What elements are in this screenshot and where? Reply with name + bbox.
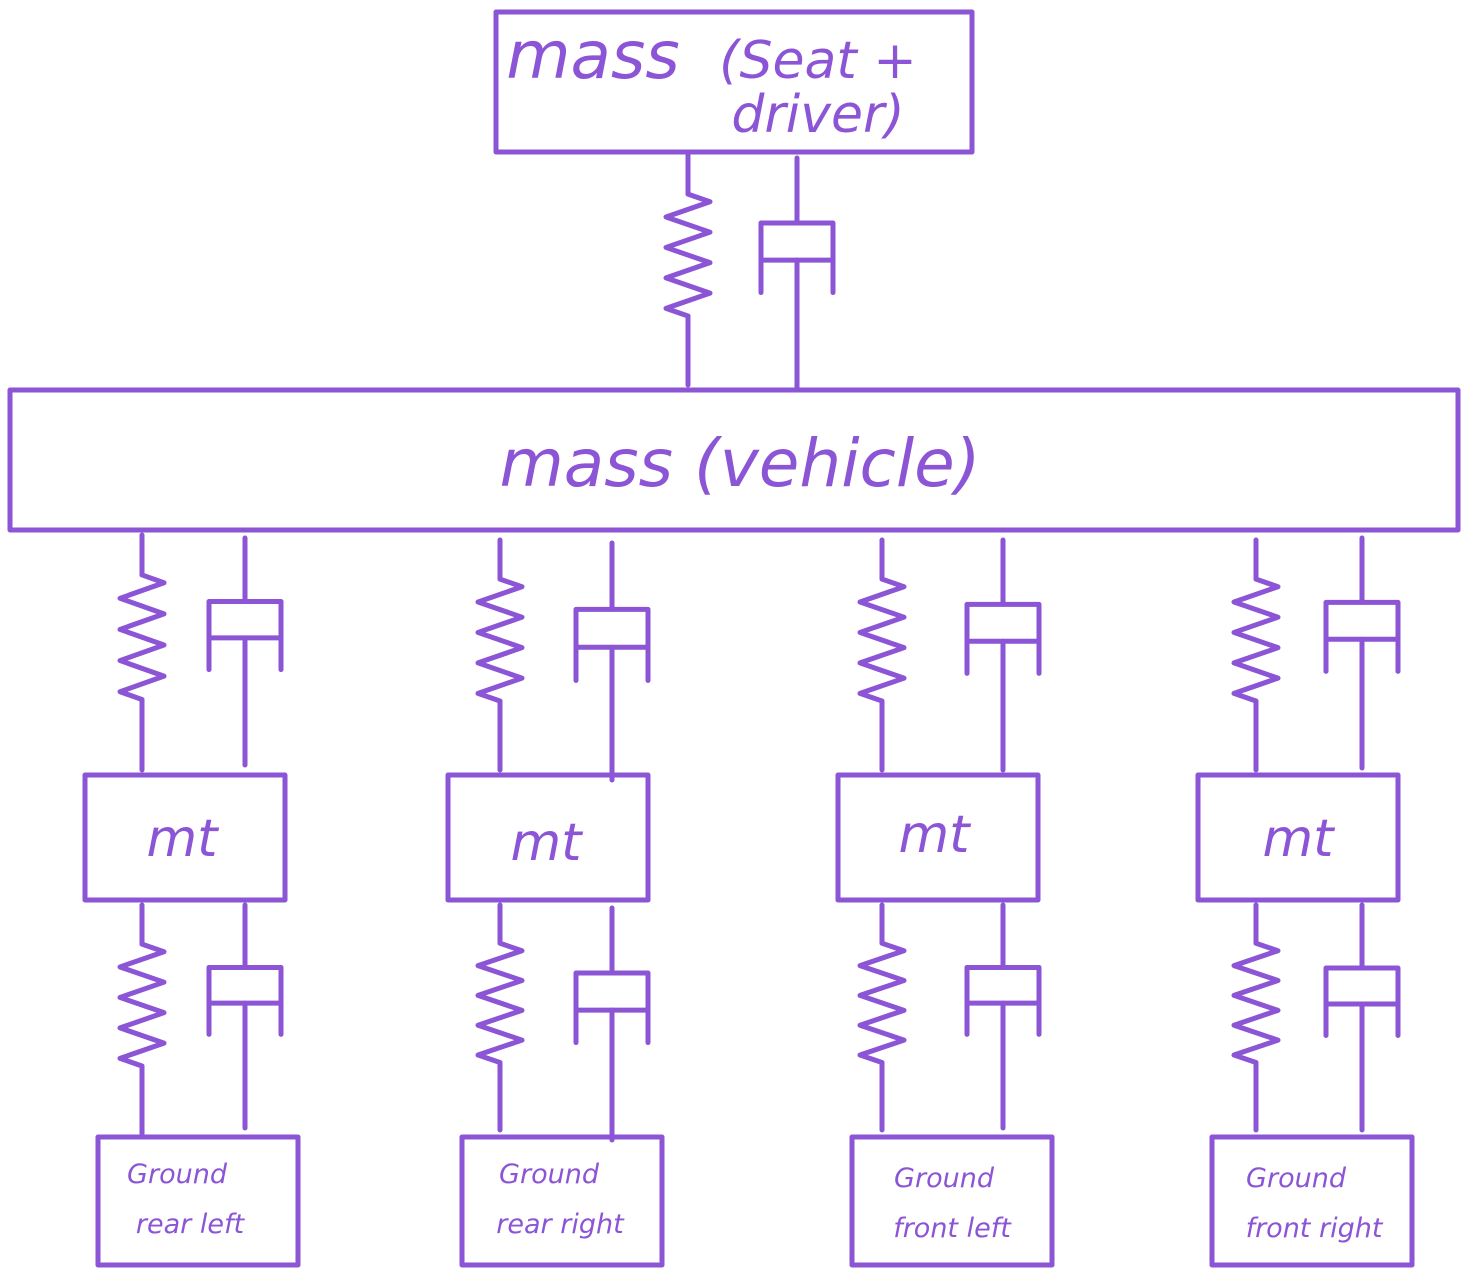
- tire-mass-label: mt: [1262, 809, 1335, 869]
- ground-line1: Ground: [499, 1159, 600, 1190]
- tire-mass-label: mt: [146, 809, 219, 869]
- tire-mass-label: mt: [898, 805, 971, 865]
- spring: [117, 902, 167, 1138]
- tire-mass-rear-left: mt: [82, 772, 288, 903]
- ground-line2: rear right: [496, 1209, 625, 1240]
- suspension-rear-right: [475, 537, 651, 783]
- ground-line1: Ground: [1246, 1163, 1347, 1194]
- spring: [475, 537, 525, 773]
- tire-mass-rear-right: mt: [445, 772, 651, 903]
- vehicle-mass-label: mass (vehicle): [499, 425, 980, 502]
- spring: [1231, 902, 1281, 1133]
- damper: [758, 155, 836, 393]
- ground-line1: Ground: [127, 1159, 228, 1190]
- damper: [573, 905, 651, 1143]
- damper: [964, 902, 1042, 1131]
- ground-line2: front left: [893, 1213, 1012, 1244]
- tire-mass-label: mt: [510, 813, 583, 873]
- ground-rear-left: Ground rear left: [95, 1134, 301, 1268]
- damper: [573, 540, 651, 783]
- ground-line2: front right: [1246, 1213, 1384, 1244]
- tire-stiffness-front-right: [1231, 902, 1401, 1133]
- suspension-front-right: [1231, 535, 1401, 773]
- seat-mass-line2: driver): [731, 85, 904, 145]
- vehicle-mass-block: mass (vehicle): [7, 387, 1461, 533]
- damper: [206, 535, 284, 768]
- seat-mass-line1: (Seat +: [719, 31, 917, 91]
- ground-front-left: Ground front left: [849, 1134, 1055, 1268]
- spring: [1231, 537, 1281, 773]
- ground-front-right: Ground front right: [1209, 1134, 1415, 1268]
- suspension-rear-left: [117, 532, 284, 773]
- seat-suspension: [663, 152, 836, 393]
- damper: [1323, 535, 1401, 771]
- tire-mass-front-left: mt: [835, 772, 1041, 903]
- seat-mass-label: mass: [506, 17, 680, 94]
- ground-line2: rear left: [136, 1209, 246, 1240]
- damper: [964, 537, 1042, 773]
- spring: [857, 902, 907, 1133]
- damper: [206, 902, 284, 1131]
- suspension-front-left: [857, 537, 1042, 773]
- spring: [857, 537, 907, 773]
- spring: [117, 532, 167, 773]
- tire-mass-front-right: mt: [1195, 772, 1401, 903]
- spring: [663, 152, 713, 388]
- ground-line1: Ground: [894, 1163, 995, 1194]
- seat-driver-mass-block: mass (Seat + driver): [493, 9, 975, 155]
- spring: [475, 902, 525, 1133]
- tire-stiffness-rear-left: [117, 902, 284, 1138]
- ground-rear-right: Ground rear right: [459, 1134, 665, 1268]
- tire-stiffness-front-left: [857, 902, 1042, 1133]
- damper: [1323, 902, 1401, 1133]
- tire-stiffness-rear-right: [475, 902, 651, 1143]
